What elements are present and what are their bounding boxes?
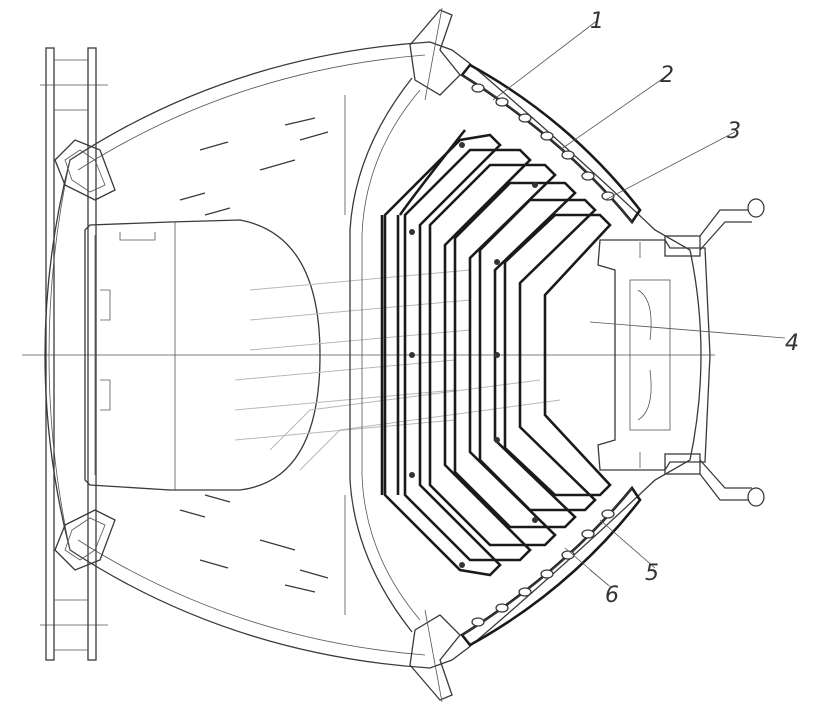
callout-6: 6 — [605, 583, 619, 608]
callout-3: 3 — [727, 119, 741, 144]
outer-shell — [44, 41, 702, 669]
top-perforated-strip — [460, 63, 642, 225]
callout-5: 5 — [645, 561, 659, 586]
ghost-lines — [234, 269, 561, 471]
callout-1: 1 — [590, 9, 604, 34]
callout-4: 4 — [785, 331, 799, 356]
center-lines — [22, 84, 715, 626]
callouts: 1 2 3 4 5 6 — [590, 9, 799, 608]
hinge-lugs — [409, 7, 461, 703]
heater-supports — [409, 142, 538, 568]
left-frame-rails — [45, 47, 97, 661]
terminal-box — [597, 235, 711, 475]
floor-slots — [179, 117, 329, 593]
inner-skirt — [344, 77, 421, 633]
floor-panel — [84, 219, 321, 491]
leader-lines — [492, 19, 786, 589]
callout-2: 2 — [660, 63, 674, 88]
bottom-perforated-strip — [460, 485, 642, 647]
pipe-connections — [699, 198, 765, 507]
left-lifting-lugs — [54, 139, 116, 571]
heating-element — [380, 129, 612, 577]
